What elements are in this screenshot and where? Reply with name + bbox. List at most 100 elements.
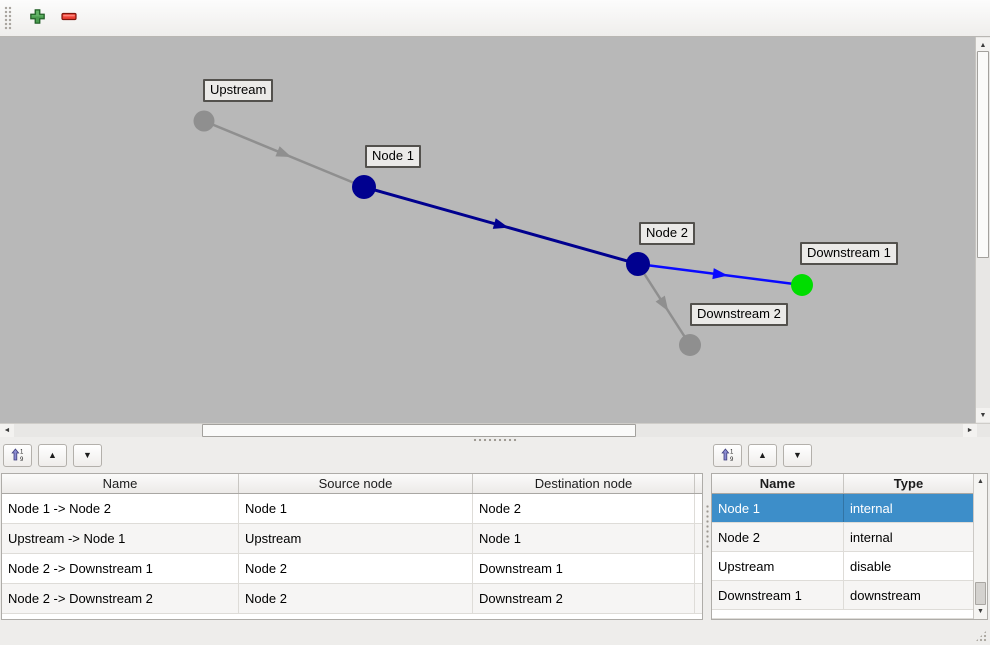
canvas-horizontal-scrollbar[interactable]: ◄ ►: [0, 423, 990, 437]
scroll-up-button[interactable]: ▲: [976, 38, 990, 52]
edge-table-header: Name Source node Destination node: [2, 474, 702, 494]
cell-spacer: [695, 524, 702, 553]
node-table-row[interactable]: Node 1 internal: [712, 494, 975, 523]
node-table-row[interactable]: Downstream 1 downstream: [712, 581, 975, 610]
scroll-right-icon: ►: [966, 427, 974, 434]
cell-name: Node 1: [712, 494, 844, 522]
cell-destination-node: Node 2: [473, 494, 695, 523]
scroll-up-icon: ▲: [977, 478, 984, 485]
node-table-sort-button[interactable]: 1 9: [713, 444, 742, 467]
cell-name: Downstream 1: [712, 581, 844, 609]
add-button[interactable]: [22, 4, 52, 32]
move-up-icon: ▲: [758, 450, 767, 460]
vertical-pane-splitter[interactable]: [473, 438, 517, 442]
column-header-name[interactable]: Name: [712, 474, 844, 493]
node-node-2[interactable]: [626, 252, 650, 276]
edge-table-move-up-button[interactable]: ▲: [38, 444, 67, 467]
window-resize-grip[interactable]: [975, 630, 987, 642]
node-label-node-1[interactable]: Node 1: [365, 145, 421, 168]
node-upstream[interactable]: [193, 110, 215, 132]
node-table-scrollbar[interactable]: ▲ ▼: [973, 474, 987, 619]
move-down-icon: ▼: [83, 450, 92, 460]
cell-destination-node: Downstream 1: [473, 554, 695, 583]
cell-name: Node 2: [712, 523, 844, 551]
scroll-left-icon: ◄: [3, 427, 11, 434]
node-label-downstream-2[interactable]: Downstream 2: [690, 303, 788, 326]
cell-type: internal: [850, 500, 893, 516]
svg-text:1: 1: [20, 450, 24, 456]
edge-arrow-icon: [712, 268, 728, 280]
node-table-row[interactable]: Node 2 internal: [712, 523, 975, 552]
cell-source-node: Node 1: [239, 494, 473, 523]
scroll-left-button[interactable]: ◄: [0, 424, 14, 437]
cell-destination-node: Downstream 2: [473, 584, 695, 613]
edge-arrow-icon: [492, 218, 509, 229]
cell-name: Node 1 -> Node 2: [2, 494, 239, 523]
svg-text:9: 9: [730, 457, 734, 462]
scroll-down-button[interactable]: ▼: [976, 408, 990, 422]
edge-arrow-icon: [655, 295, 669, 312]
remove-button[interactable]: [54, 4, 84, 32]
node-table-move-down-button[interactable]: ▼: [783, 444, 812, 467]
node-table-move-up-button[interactable]: ▲: [748, 444, 777, 467]
horizontal-pane-splitter[interactable]: [705, 504, 711, 548]
canvas-vertical-scrollbar[interactable]: ▲ ▼: [975, 37, 990, 423]
edge-table: Name Source node Destination node Node 1…: [1, 473, 703, 620]
minus-icon: [60, 8, 78, 28]
main-toolbar: [0, 0, 990, 37]
node-label-node-2[interactable]: Node 2: [639, 222, 695, 245]
node-label-upstream[interactable]: Upstream: [203, 79, 274, 102]
cell-source-node: Upstream: [239, 524, 473, 553]
scroll-right-button[interactable]: ►: [963, 424, 977, 437]
node-table-toolbar: 1 9 ▲ ▼: [713, 444, 812, 467]
scroll-down-button[interactable]: ▼: [974, 605, 987, 618]
cell-name: Node 2 -> Downstream 1: [2, 554, 239, 583]
edge-table-move-down-button[interactable]: ▼: [73, 444, 102, 467]
scroll-down-icon: ▼: [979, 411, 987, 419]
cell-type: internal: [850, 529, 893, 545]
cell-name: Node 2 -> Downstream 2: [2, 584, 239, 613]
move-up-icon: ▲: [48, 450, 57, 460]
cell-type: downstream: [850, 587, 921, 603]
scroll-up-icon: ▲: [979, 41, 987, 49]
node-label-downstream-1[interactable]: Downstream 1: [800, 242, 898, 265]
cell-destination-node: Node 1: [473, 524, 695, 553]
node-downstream-1[interactable]: [791, 274, 813, 296]
edge-table-sort-button[interactable]: 1 9: [3, 444, 32, 467]
cell-source-node: Node 2: [239, 554, 473, 583]
cell-spacer: [695, 584, 702, 613]
graph-svg: [193, 110, 813, 356]
node-node-1[interactable]: [352, 175, 376, 199]
edge-arrow-icon: [275, 146, 292, 158]
sort-ascending-icon: 1 9: [10, 447, 25, 464]
column-header-name[interactable]: Name: [2, 474, 239, 493]
cell-name: Upstream: [712, 552, 844, 580]
cell-spacer: [695, 494, 702, 523]
column-header-destination-node[interactable]: Destination node: [473, 474, 695, 493]
vertical-scroll-thumb[interactable]: [977, 51, 989, 258]
cell-source-node: Node 2: [239, 584, 473, 613]
node-downstream-2[interactable]: [679, 334, 701, 356]
move-down-icon: ▼: [793, 450, 802, 460]
cell-name: Upstream -> Node 1: [2, 524, 239, 553]
svg-text:1: 1: [730, 450, 734, 456]
scrollbar-spacer: [695, 474, 702, 493]
toolbar-drag-handle[interactable]: [4, 6, 12, 30]
scroll-down-icon: ▼: [977, 608, 984, 615]
empty-row: [712, 610, 975, 619]
scroll-up-button[interactable]: ▲: [974, 475, 987, 488]
column-header-type[interactable]: Type: [893, 476, 924, 491]
horizontal-scroll-thumb[interactable]: [202, 424, 636, 437]
table-scroll-thumb[interactable]: [975, 582, 986, 605]
column-header-source-node[interactable]: Source node: [239, 474, 473, 493]
